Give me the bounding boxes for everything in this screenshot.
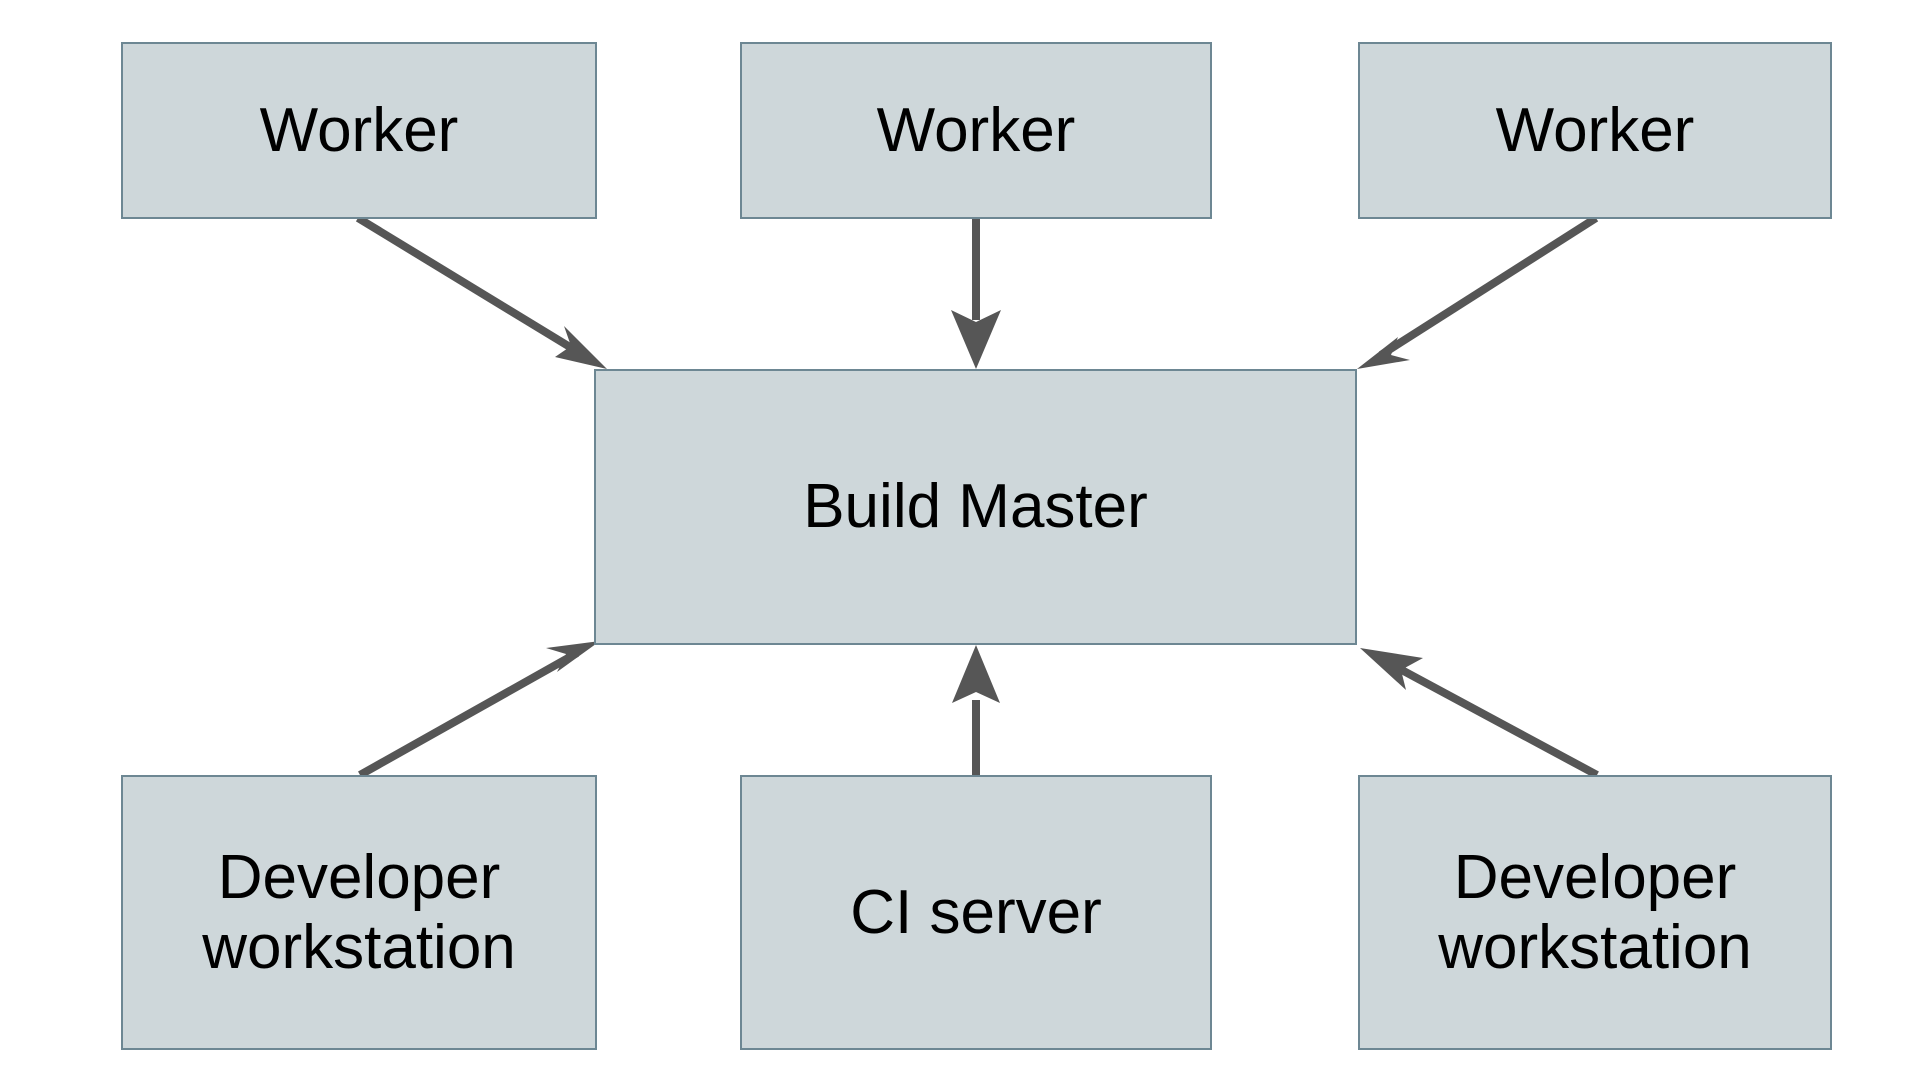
node-developer-workstation-left-label: Developer workstation	[202, 843, 516, 982]
node-developer-workstation-right[interactable]: Developer workstation	[1358, 775, 1832, 1050]
node-worker-left[interactable]: Worker	[121, 42, 597, 219]
node-build-master[interactable]: Build Master	[594, 369, 1357, 645]
node-worker-right[interactable]: Worker	[1358, 42, 1832, 219]
node-worker-center-label: Worker	[876, 95, 1076, 165]
edge-worker-center-to-master	[951, 219, 1001, 369]
arrowhead-icon	[546, 641, 600, 672]
edge-ci-server-to-master	[952, 645, 1000, 775]
edge-dev-left-to-master	[358, 641, 600, 779]
node-worker-right-label: Worker	[1495, 95, 1695, 165]
node-developer-workstation-right-label: Developer workstation	[1438, 843, 1752, 982]
node-ci-server[interactable]: CI server	[740, 775, 1212, 1050]
arrowhead-icon	[952, 645, 1000, 703]
arrowhead-icon	[1357, 337, 1410, 369]
arrowhead-icon	[555, 326, 607, 369]
arrowhead-icon	[1360, 648, 1423, 690]
edge-worker-right-to-master	[1357, 214, 1599, 369]
node-worker-center[interactable]: Worker	[740, 42, 1212, 219]
arrowhead-icon	[951, 310, 1001, 369]
node-ci-server-label: CI server	[850, 877, 1102, 947]
node-worker-left-label: Worker	[259, 95, 459, 165]
edge-dev-right-to-master	[1360, 648, 1599, 779]
edge-worker-left-to-master	[355, 214, 607, 369]
node-developer-workstation-left[interactable]: Developer workstation	[121, 775, 597, 1050]
node-build-master-label: Build Master	[803, 472, 1148, 542]
